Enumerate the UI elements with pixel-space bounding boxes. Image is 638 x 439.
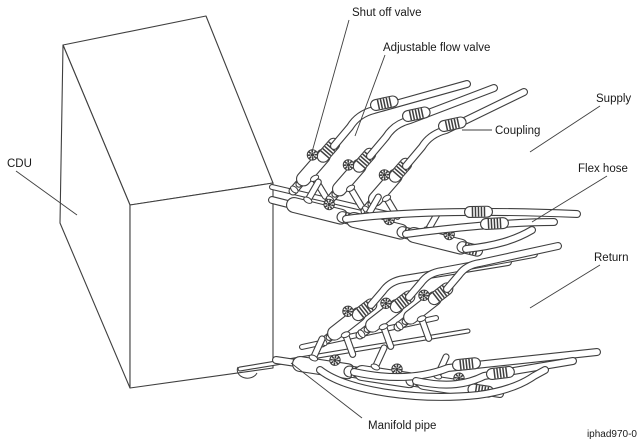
label-return: Return: [594, 252, 629, 264]
shutoff-handle: [308, 335, 326, 362]
label-supply: Supply: [596, 93, 631, 105]
cdu-cabinet: [59, 15, 274, 389]
return-bottom-row: [272, 335, 601, 401]
label-flex-hose: Flex hose: [578, 163, 628, 175]
valve-branch: [286, 178, 364, 227]
leader-shut-off-valve: [311, 19, 350, 153]
flow-valve-knob: [323, 198, 335, 211]
return-manifold-assembly: [299, 242, 562, 358]
shutoff-handle: [345, 184, 365, 210]
label-shut-off-valve: Shut off valve: [352, 7, 421, 19]
supply-middle-row: [268, 178, 581, 257]
shutoff-handle: [378, 323, 395, 350]
shutoff-handle: [416, 315, 433, 342]
label-coupling: Coupling: [495, 125, 540, 137]
label-adjustable-flow-valve: Adjustable flow valve: [383, 42, 490, 54]
coupling-ribs: [370, 95, 399, 111]
coupling-ribs: [486, 365, 515, 380]
valve-branch: [393, 282, 454, 342]
flow-valve-knob: [391, 363, 403, 375]
leader-lines: [15, 19, 608, 419]
flow-valve-knob: [378, 169, 391, 181]
shutoff-handle: [340, 331, 357, 358]
flow-valve-knob: [342, 159, 355, 171]
coupling-ribs: [402, 106, 431, 122]
leader-cdu: [15, 170, 78, 216]
coupling-ribs: [464, 205, 493, 218]
leader-return: [529, 264, 601, 309]
flow-valve-knob: [418, 289, 430, 301]
leader-flex-hose: [531, 175, 608, 223]
labels: Shut off valve Adjustable flow valve CDU…: [7, 7, 637, 439]
line-art: [59, 15, 601, 401]
flow-valve-knob: [342, 305, 354, 317]
coupling-ribs: [452, 357, 481, 371]
shutoff-handle: [303, 178, 322, 204]
coupling-ribs: [438, 116, 467, 132]
flow-valve-knob: [329, 354, 341, 366]
flow-valve-knob: [380, 297, 392, 309]
leader-adjustable-flow-valve: [354, 54, 386, 137]
shutoff-handle: [370, 344, 388, 371]
leader-manifold-pipe: [290, 362, 363, 419]
label-manifold-pipe: Manifold pipe: [368, 420, 436, 432]
leader-supply: [529, 105, 601, 153]
label-cdu: CDU: [7, 158, 32, 170]
coupling-ribs: [480, 217, 509, 230]
figure-id: iphad970-0: [587, 429, 637, 439]
flow-valve-knob: [306, 149, 319, 161]
